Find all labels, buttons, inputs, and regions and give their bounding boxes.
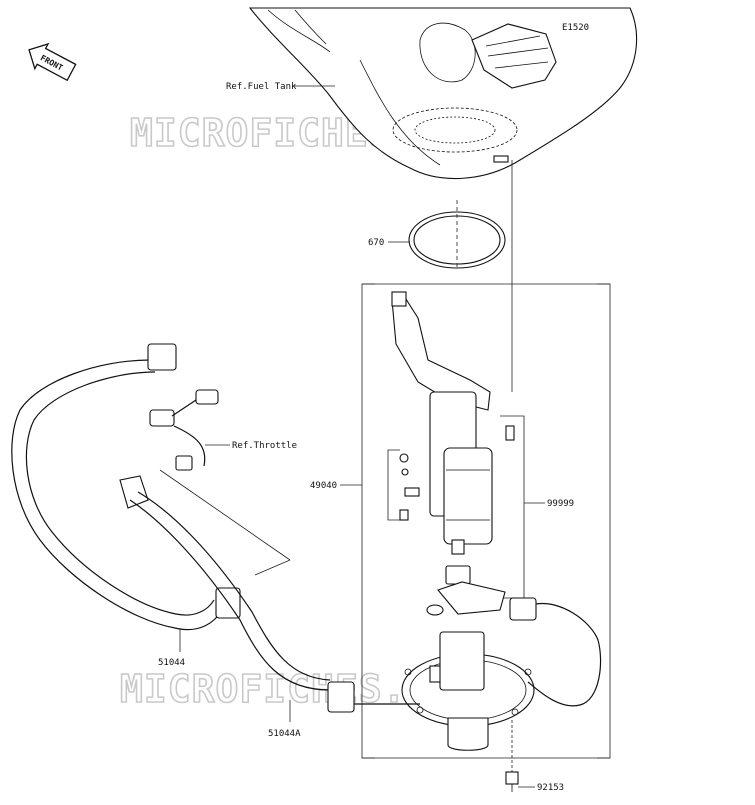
wire-harness — [509, 597, 602, 707]
gasket-670 — [408, 211, 506, 269]
part-92153-label: 92153 — [537, 783, 564, 793]
pump-flange — [401, 631, 535, 751]
fuel-tank — [248, 7, 638, 180]
bolt-92153 — [505, 720, 519, 792]
part-99999-label: 99999 — [547, 499, 574, 509]
front-direction-arrow-icon: FRONT — [28, 42, 77, 82]
part-51044-label: 51044 — [158, 658, 185, 668]
ref-fuel-tank-label: Ref.Fuel Tank — [226, 82, 297, 92]
fuel-hose-51044 — [11, 343, 331, 691]
diagram-id: E1520 — [562, 23, 589, 33]
throttle-pipe — [149, 389, 219, 471]
part-670-label: 670 — [368, 238, 384, 248]
ref-throttle-label: Ref.Throttle — [232, 441, 297, 451]
connector-51044A — [327, 681, 420, 713]
part-49040-label: 49040 — [310, 481, 337, 491]
part-51044A-label: 51044A — [268, 729, 301, 739]
fuel-pump-assembly — [391, 291, 515, 616]
